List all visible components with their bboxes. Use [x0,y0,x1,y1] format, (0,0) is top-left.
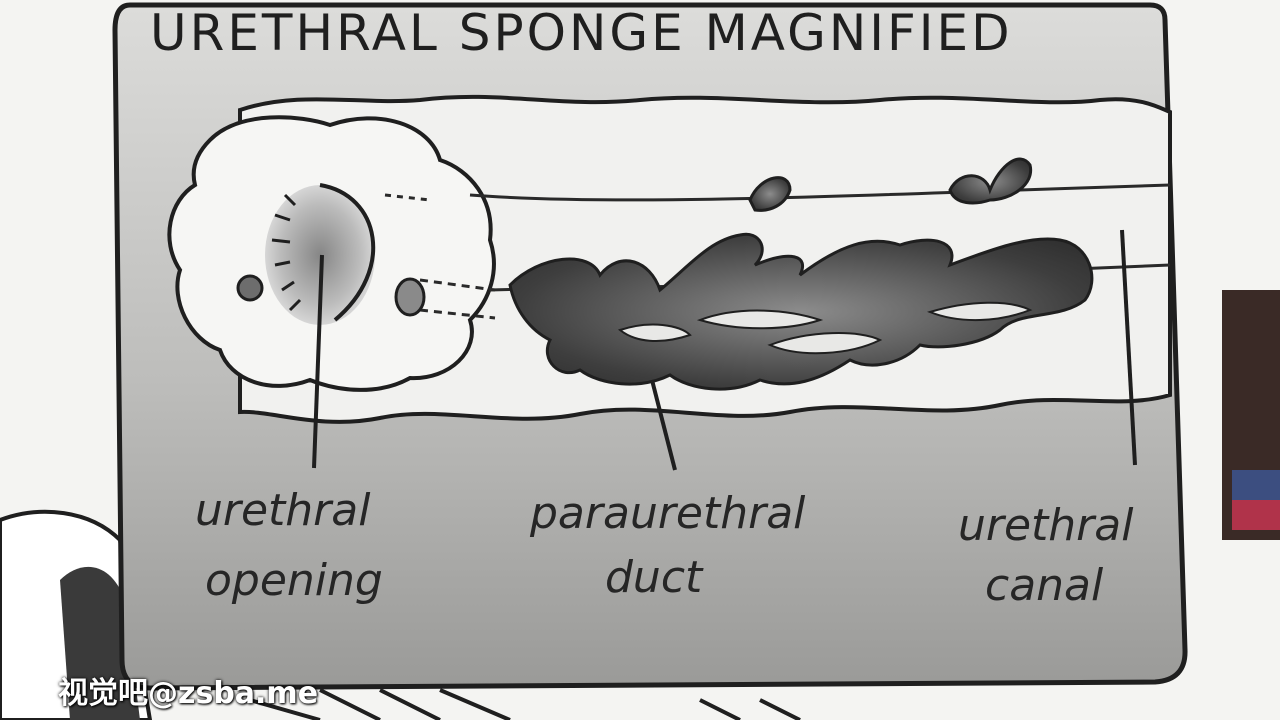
background-object-stripe-red [1232,500,1280,530]
label-urethral-canal-line2: canal [985,560,1104,611]
background-object-stripe [1232,470,1280,500]
duct-channels [617,301,1033,355]
label-paraurethral-duct-line2: duct [605,552,704,603]
card-title: URETHRAL SPONGE MAGNIFIED [150,4,1013,62]
label-urethral-canal-line1: urethral [958,500,1134,551]
label-paraurethral-duct-line1: paraurethral [529,488,806,539]
paraurethral-ducts [508,157,1094,391]
label-urethral-opening-line1: urethral [195,485,371,536]
label-urethral-opening-line2: opening [205,555,383,606]
pointer-lines [312,229,1137,471]
watermark-text: 视觉吧@zsba.me [58,676,319,711]
